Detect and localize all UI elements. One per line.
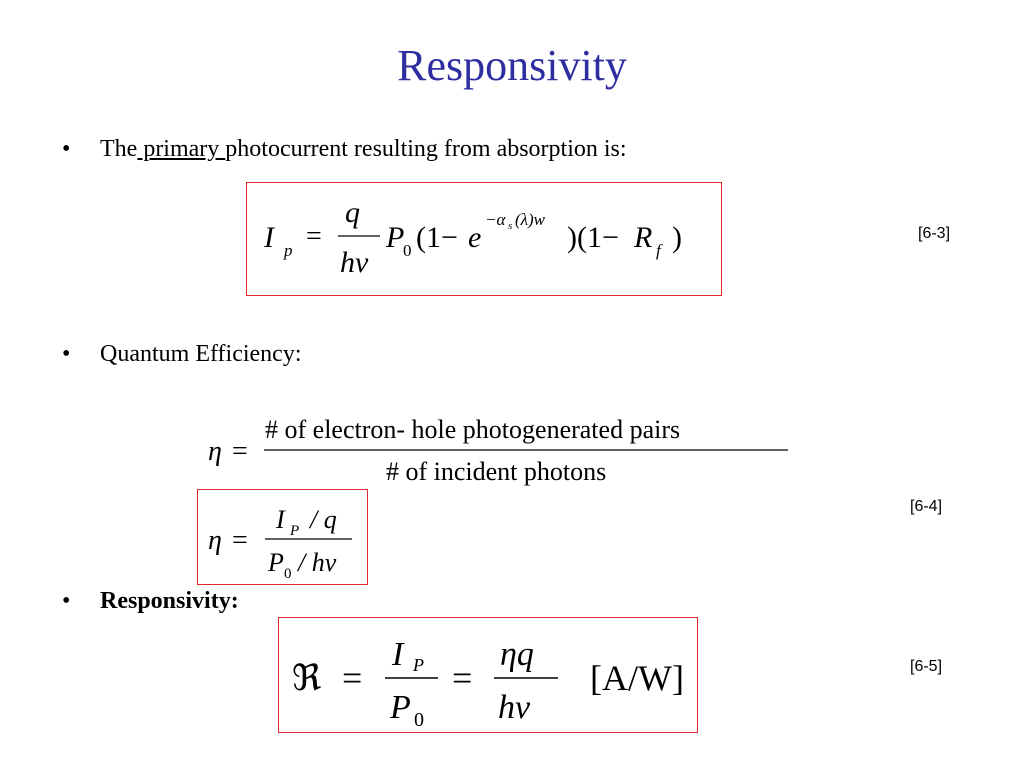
bullet-quantum-efficiency: • Quantum Efficiency: [62,341,302,368]
equation-quantum-efficiency-definition: η = # of electron- hole photogenerated p… [208,415,788,486]
eq4-f2-numerator: ηq [500,636,534,673]
eq3-lhs: η [208,525,222,556]
bullet-text-suffix: photocurrent resulting from absorption i… [225,136,627,162]
eq2-denominator: # of incident photons [386,457,606,486]
eq4-f1-denominator-subscript: 0 [414,709,424,731]
eq1-exponent-subscript: s [508,220,512,232]
bullet-primary-photocurrent: • The primary photocurrent resulting from… [62,136,627,163]
equation-box-quantum-efficiency [197,489,368,585]
bullet-dot: • [62,341,71,367]
eq1-exponent: −α [485,210,506,229]
eq1-lhs-subscript: p [283,241,293,260]
eq3-den-subscript: 0 [284,566,292,582]
eq4-f2-denominator: hν [498,689,531,726]
eq1-exp-base: e [468,221,481,254]
eq1-power-subscript: 0 [403,241,412,260]
eq2-equals: = [232,436,248,467]
eq2-numerator: # of electron- hole photogenerated pairs [265,415,680,444]
equation-number-6-5: [6-5] [910,658,943,675]
eq3-num-subscript: P [289,523,299,539]
eq1-power: P [385,221,404,254]
bullet-dot: • [62,588,71,614]
equation-number-6-4: [6-4] [910,498,943,515]
bullet-text: Quantum Efficiency: [100,341,302,367]
eq4-lhs: ℜ [292,658,321,698]
eq3-num-current: I [275,505,286,534]
eq4-equals-2: = [452,658,472,698]
bullet-text-underlined: primary [137,136,226,162]
eq2-lhs: η [208,436,222,467]
bullet-text-prefix: The [100,136,138,162]
eq4-equals-1: = [342,658,362,698]
eq1-lhs: I [263,221,276,254]
eq4-f1-denominator: P [389,689,411,726]
equation-quantum-efficiency: η = I P / q P 0 / hν [208,505,352,582]
eq4-f1-numerator: I [391,636,405,673]
eq1-open-paren: (1− [416,221,458,254]
eq4-units: [A/W] [590,658,684,698]
bullet-responsivity: • Responsivity: [62,588,239,615]
eq3-num-rest: / q [308,505,337,534]
eq1-numerator: q [345,196,360,229]
slide-title: Responsivity [397,41,627,90]
eq3-den-power: P [267,548,284,577]
eq1-reflectance-subscript: f [656,241,663,260]
eq1-reflectance: R [633,221,652,254]
eq3-equals: = [232,525,248,556]
eq3-den-rest: / hν [296,548,337,577]
equation-responsivity: ℜ = I P P 0 = ηq hν [A/W] [292,636,684,731]
equation-number-6-3: [6-3] [918,225,951,242]
equation-photocurrent: I p = q hν P 0 (1− e −α s (λ)w )(1− R f … [263,196,682,279]
bullet-dot: • [62,136,71,162]
eq1-denominator: hν [340,246,369,279]
eq1-exponent-tail: (λ)w [515,210,546,229]
eq4-f1-numerator-subscript: P [412,655,424,675]
eq1-close-paren: )(1− [567,221,619,254]
equation-box-responsivity [278,617,698,733]
eq1-equals: = [306,221,322,252]
eq1-final-paren: ) [672,221,682,254]
equation-box-photocurrent [246,182,722,296]
bullet-text: Responsivity: [100,588,239,614]
